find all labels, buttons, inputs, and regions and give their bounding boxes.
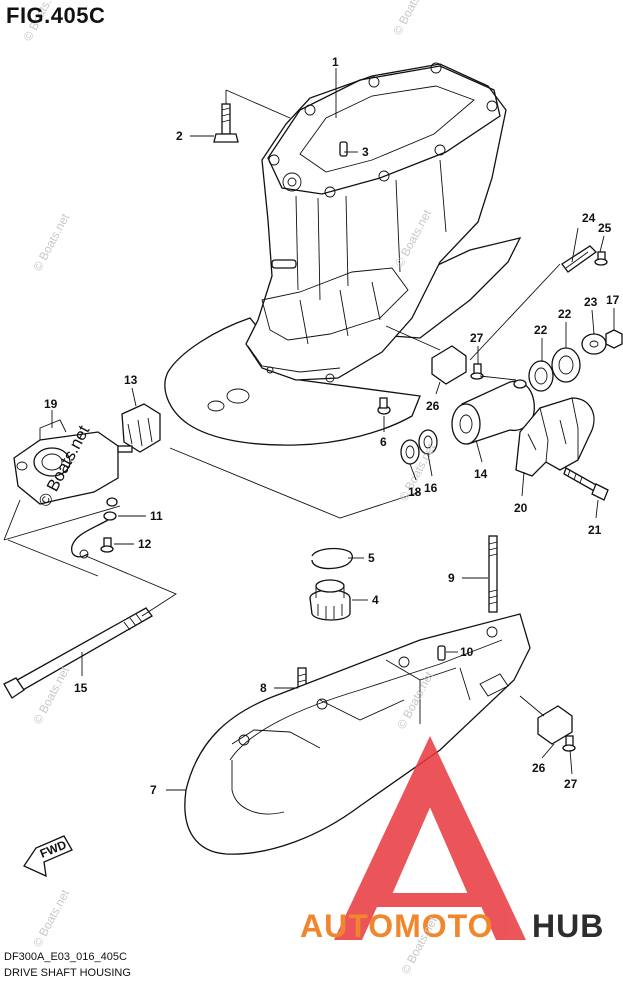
- bolt-2[interactable]: [213, 103, 239, 143]
- callout-7: 7: [150, 783, 157, 797]
- callout-9: 9: [448, 571, 455, 585]
- rubber-pad-26b[interactable]: [537, 705, 573, 745]
- washer-11: [106, 497, 118, 507]
- callout-19: 19: [44, 397, 58, 411]
- mount-clamp-20[interactable]: [515, 397, 595, 477]
- nut-17[interactable]: [605, 329, 623, 349]
- pin-3[interactable]: [339, 141, 348, 157]
- washer-22a[interactable]: [528, 360, 554, 392]
- bolt-27a[interactable]: [470, 363, 484, 380]
- callout-3: 3: [362, 145, 369, 159]
- pad-13[interactable]: [117, 403, 161, 453]
- washer-23[interactable]: [581, 333, 607, 355]
- watermark-8: © Boats.net: [30, 887, 72, 950]
- bolt-21[interactable]: [563, 467, 609, 501]
- automotohub-logo: [334, 736, 526, 940]
- callout-leaders: [51, 68, 615, 791]
- ground-wire-11[interactable]: [71, 511, 117, 559]
- bolt-25[interactable]: [594, 251, 608, 266]
- mount-rubber-14[interactable]: [451, 379, 535, 445]
- watermark-3: © Boats.net: [30, 211, 72, 274]
- model-code: DF300A_E03_016_405C: [4, 951, 127, 963]
- section-name: DRIVE SHAFT HOUSING: [4, 967, 131, 979]
- upper-housing[interactable]: [164, 62, 522, 446]
- lower-housing-7[interactable]: [184, 613, 531, 855]
- circlip-5[interactable]: [311, 547, 353, 570]
- callout-17: 17: [606, 293, 620, 307]
- callout-14: 14: [474, 467, 488, 481]
- clamp-19[interactable]: [13, 419, 119, 505]
- callout-22a: 22: [534, 323, 548, 337]
- stud-upper: [271, 259, 297, 269]
- callouts: 1 2 3 4 5 6 7 8 9 10 11 12 13 14 15 16 1…: [44, 55, 620, 797]
- bracket-24[interactable]: [561, 245, 598, 273]
- figure-title: FIG.405C: [6, 3, 106, 28]
- rubber-pad-26a[interactable]: [431, 345, 467, 385]
- screw-6[interactable]: [377, 397, 391, 415]
- callout-21: 21: [588, 523, 602, 537]
- callout-18: 18: [408, 485, 422, 499]
- brand-part2: HUB: [532, 908, 604, 944]
- callout-5: 5: [368, 551, 375, 565]
- callout-8: 8: [260, 681, 267, 695]
- alignment-lines: [3, 89, 561, 717]
- callout-25: 25: [598, 221, 612, 235]
- callout-27a: 27: [470, 331, 484, 345]
- watermark-2: © Boats.net: [390, 0, 432, 37]
- brand-part1: AUTOMOTO: [300, 908, 493, 944]
- callout-20: 20: [514, 501, 528, 515]
- callout-6: 6: [380, 435, 387, 449]
- callout-16: 16: [424, 481, 438, 495]
- callout-26a: 26: [426, 399, 440, 413]
- pin-10[interactable]: [437, 645, 446, 661]
- bolt-27b[interactable]: [562, 735, 576, 752]
- callout-1: 1: [332, 55, 339, 69]
- screw-12[interactable]: [100, 537, 114, 553]
- callout-10: 10: [460, 645, 474, 659]
- callout-24: 24: [582, 211, 596, 225]
- callout-11: 11: [150, 509, 163, 523]
- fwd-arrow-icon: FWD: [23, 835, 73, 878]
- washer-22b[interactable]: [551, 347, 581, 383]
- callout-26b: 26: [532, 761, 546, 775]
- callout-27b: 27: [564, 777, 578, 791]
- callout-22b: 22: [558, 307, 572, 321]
- long-bolt-15[interactable]: [3, 607, 153, 699]
- callout-12: 12: [138, 537, 152, 551]
- stud-bolt-9[interactable]: [488, 535, 498, 613]
- callout-2: 2: [176, 129, 183, 143]
- callout-15: 15: [74, 681, 88, 695]
- callout-4: 4: [372, 593, 379, 607]
- callout-13: 13: [124, 373, 138, 387]
- bushing-4[interactable]: [309, 579, 351, 621]
- callout-23: 23: [584, 295, 598, 309]
